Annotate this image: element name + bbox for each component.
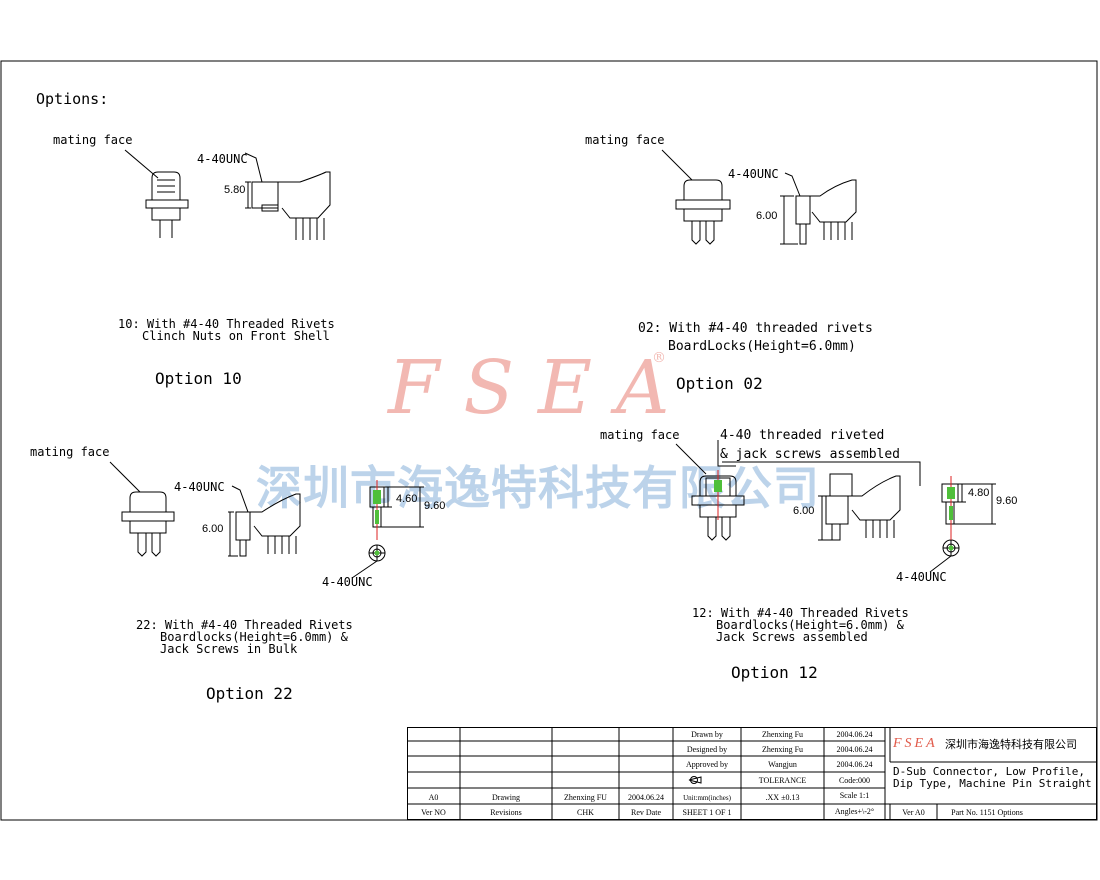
sheet-border xyxy=(0,60,1098,821)
rev-desc: Drawing xyxy=(492,793,520,802)
title-brand-logo: FSEA xyxy=(893,736,938,751)
col-ver: Ver NO xyxy=(421,808,446,817)
opt22-desc-line2: Boardlocks(Height=6.0mm) & xyxy=(160,630,348,644)
opt10-desc-line1: 10: With #4-40 Threaded Rivets xyxy=(118,317,335,331)
opt22-screw-h1: 4.60 xyxy=(396,493,418,505)
approved-by: Wangjun xyxy=(768,760,797,769)
opt22-desc-line1: 22: With #4-40 Threaded Rivets xyxy=(136,618,353,632)
opt12-desc-line2: Boardlocks(Height=6.0mm) & xyxy=(716,618,904,632)
tolerance-label: TOLERANCE xyxy=(758,776,807,785)
watermark-brand: FSEA xyxy=(388,345,694,431)
opt22-desc-line3: Jack Screws in Bulk xyxy=(160,642,298,656)
title-desc-line2: Dip Type, Machine Pin Straight xyxy=(893,777,1092,790)
watermark-company: 深圳市海逸特科技有限公司 xyxy=(256,461,820,515)
rev-ver: A0 xyxy=(428,793,439,802)
rev-date: 2004.06.24 xyxy=(628,793,664,802)
col-revisions: Revisions xyxy=(490,808,522,817)
opt10-desc-line2: Clinch Nuts on Front Shell xyxy=(142,329,330,343)
tolerance-value: .XX ±0.13 xyxy=(765,793,800,802)
scale: Scale 1:1 xyxy=(839,791,870,800)
approved-by-label: Approved by xyxy=(686,760,728,769)
opt12-screw-h2: 9.60 xyxy=(996,495,1018,507)
units: Unit:mm(inches) xyxy=(683,794,731,802)
opt12-note-line1: 4-40 threaded riveted xyxy=(720,428,885,443)
opt12-mating-face-label: mating face xyxy=(600,428,680,442)
opt10-label: Option 10 xyxy=(155,369,242,388)
opt22-screw-h2: 9.60 xyxy=(424,500,446,512)
opt12-desc-line3: Jack Screws assembled xyxy=(716,630,868,644)
opt22-mating-face-label: mating face xyxy=(30,445,110,459)
opt02-mating-face-label: mating face xyxy=(585,133,665,147)
opt10-leader xyxy=(124,149,159,179)
designed-by: Zhenxing Fu xyxy=(761,745,804,754)
drawn-by-label: Drawn by xyxy=(691,730,723,739)
opt02-desc-line2: BoardLocks(Height=6.0mm) xyxy=(668,339,856,354)
title-block: A0 Drawing Zhenxing FU 2004.06.24 Ver NO… xyxy=(407,727,1097,820)
opt22-screw-thread-label: 4-40UNC xyxy=(322,575,373,589)
drawn-date: 2004.06.24 xyxy=(836,730,873,739)
opt12-screw-thread-label: 4-40UNC xyxy=(896,570,947,584)
designed-date: 2004.06.24 xyxy=(836,745,873,754)
opt12-desc-line1: 12: With #4-40 Threaded Rivets xyxy=(692,606,909,620)
watermark-registered: ® xyxy=(652,350,666,366)
drawn-by: Zhenxing Fu xyxy=(761,730,804,739)
opt22-height-dim: 6.00 xyxy=(202,523,224,535)
opt02-desc-line1: 02: With #4-40 threaded rivets xyxy=(638,321,873,336)
designed-by-label: Designed by xyxy=(686,745,728,754)
opt10-height-dim: 5.80 xyxy=(224,184,246,196)
opt12-note-line2: & jack screws assembled xyxy=(720,447,901,462)
opt12-leader xyxy=(675,443,707,475)
opt22-thread-label: 4-40UNC xyxy=(174,480,225,494)
opt12-screw-h1: 4.80 xyxy=(968,487,990,499)
opt22-label: Option 22 xyxy=(206,684,293,703)
opt02-leader xyxy=(661,149,693,181)
col-rev-date: Rev Date xyxy=(631,808,661,817)
rev-chk: Zhenxing FU xyxy=(564,793,607,802)
options-title: Options: xyxy=(36,90,109,108)
opt10-thread-label: 4-40UNC xyxy=(197,152,248,166)
col-chk: CHK xyxy=(577,808,594,817)
opt10-mating-face-label: mating face xyxy=(53,133,133,147)
opt12-height-dim: 6.00 xyxy=(793,505,815,517)
title-company: 深圳市海逸特科技有限公司 xyxy=(945,738,1077,751)
opt02-label: Option 02 xyxy=(676,374,763,393)
opt12-label: Option 12 xyxy=(731,663,818,682)
title-part-no: Part No. 1151 Options xyxy=(951,808,1023,817)
title-block-grid xyxy=(407,727,1097,820)
code: Code:000 xyxy=(838,776,871,785)
opt02-height-dim: 6.00 xyxy=(756,210,778,222)
opt22-leader xyxy=(109,461,141,493)
title-desc-line1: D-Sub Connector, Low Profile, xyxy=(893,765,1086,778)
opt02-thread-label: 4-40UNC xyxy=(728,167,779,181)
angles: Angles+\-2° xyxy=(834,807,875,816)
approved-date: 2004.06.24 xyxy=(836,760,873,769)
title-ver: Ver A0 xyxy=(902,808,925,817)
sheet: SHEET 1 OF 1 xyxy=(682,808,732,817)
